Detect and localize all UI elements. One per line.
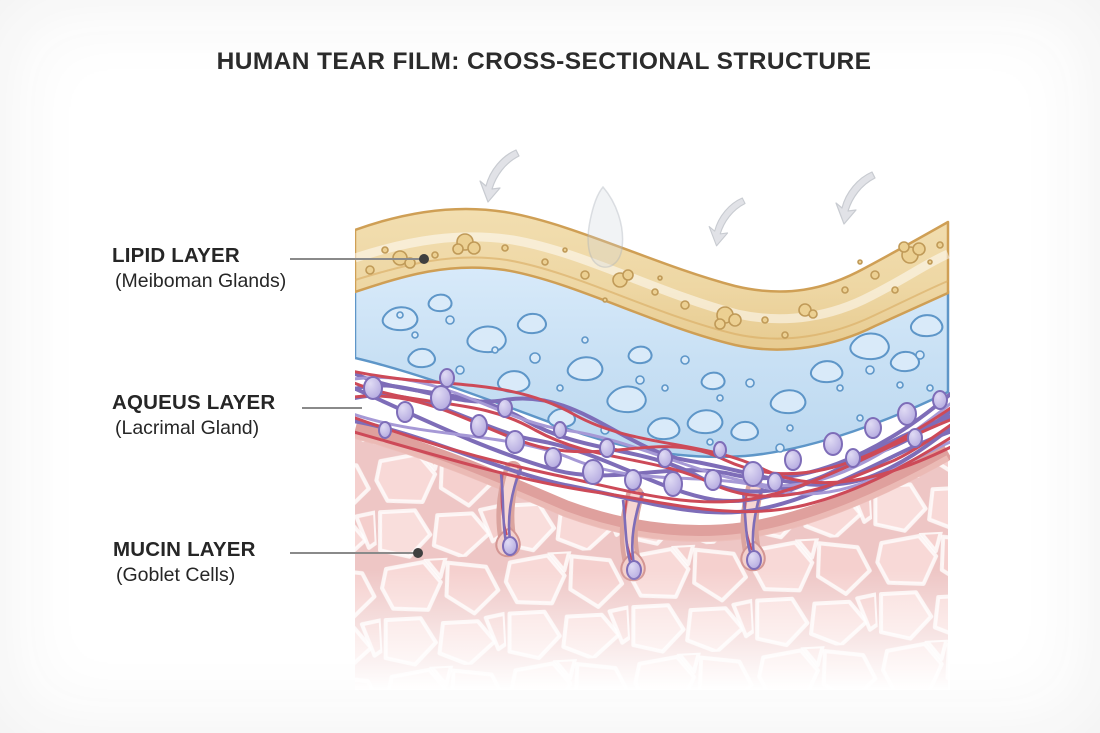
leader-line-lipid	[290, 258, 421, 260]
aqueous-layer-name: AQUEUS LAYER	[112, 391, 276, 414]
tear-film-illustration	[355, 149, 950, 690]
label-lipid-layer: LIPID LAYER (Meiboman Glands)	[112, 242, 286, 294]
lipid-layer-name: LIPID LAYER	[112, 244, 240, 267]
tear-droplet-icon	[587, 185, 624, 268]
mucin-mesh-graphic	[355, 368, 950, 515]
leader-dot-lipid	[419, 254, 429, 264]
flow-arrows	[479, 149, 876, 268]
aqueous-layer-sub: (Lacrimal Gland)	[115, 417, 260, 439]
page-title: HUMAN TEAR FILM: CROSS-SECTIONAL STRUCTU…	[216, 48, 872, 75]
label-aqueous-layer: AQUEUS LAYER (Lacrimal Gland)	[112, 389, 275, 441]
label-mucin-layer: MUCIN LAYER (Goblet Cells)	[113, 536, 256, 588]
down-curved-arrow-icon	[479, 149, 520, 203]
lipid-layer-sub: (Meiboman Glands)	[115, 270, 287, 292]
down-curved-arrow-icon	[835, 171, 876, 225]
leader-line-mucin	[290, 552, 415, 554]
leader-line-aqueous	[302, 407, 362, 409]
bottom-fade	[355, 570, 950, 690]
mucin-layer-name: MUCIN LAYER	[113, 538, 256, 561]
down-curved-arrow-icon	[708, 197, 746, 247]
leader-dot-mucin	[413, 548, 423, 558]
mucin-layer-sub: (Goblet Cells)	[116, 564, 236, 586]
lipid-layer-graphic	[355, 207, 950, 351]
